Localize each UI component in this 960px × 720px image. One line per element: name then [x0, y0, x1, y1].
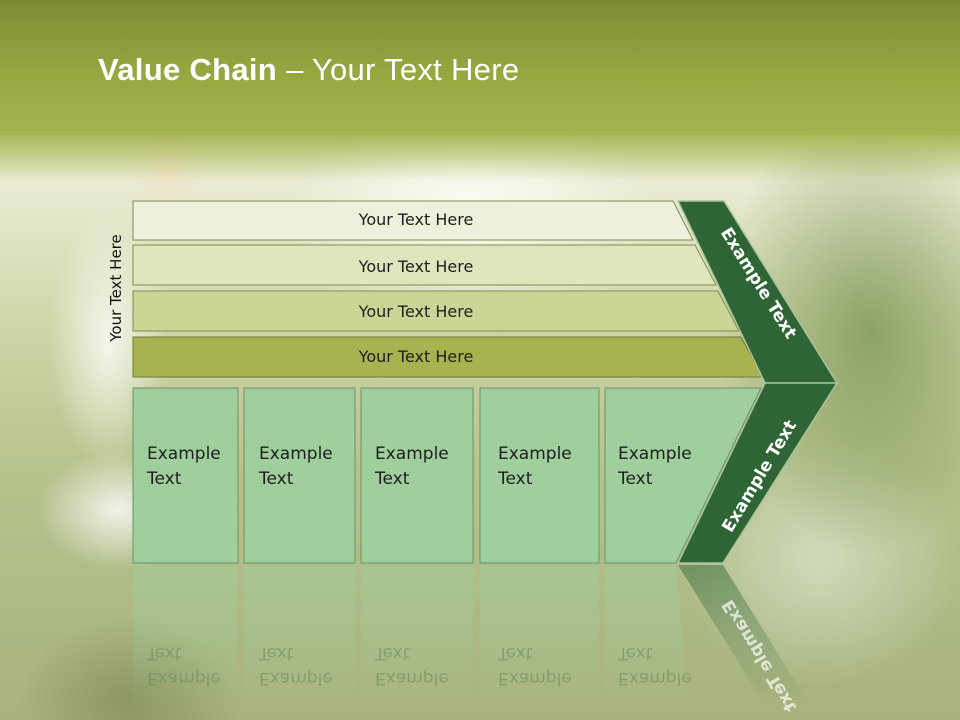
cell-3: [360, 387, 474, 564]
reflection-text-4: Example: [498, 668, 572, 688]
reflection-text-1b: Text: [146, 643, 182, 663]
reflection-cell-2: [244, 565, 355, 715]
reflection-text-1: Example: [147, 668, 221, 688]
cell-5-line2: Text: [617, 469, 653, 489]
cell-4-line2: Text: [497, 469, 533, 489]
row-label-2: Your Text Here: [358, 257, 474, 276]
title-rest: – Your Text Here: [277, 52, 520, 87]
cell-3-line2: Text: [374, 469, 410, 489]
cell-2-line2: Text: [258, 469, 294, 489]
cell-4: [479, 387, 600, 564]
reflection-cell-4: [480, 565, 599, 715]
row-bar-1: [132, 200, 694, 241]
reflection-cell-5: [605, 565, 690, 715]
reflection-cell-3: [361, 565, 473, 715]
row-label-1: Your Text Here: [358, 210, 474, 229]
row-bar-3: [132, 290, 740, 332]
reflection-text-2: Example: [259, 668, 333, 688]
title-band: [0, 0, 960, 180]
reflection-chevron-label: Example Text: [718, 596, 801, 715]
cell-1-line2: Text: [146, 469, 182, 489]
cell-2: [243, 387, 356, 564]
reflection-chevron: [678, 565, 810, 705]
row-label-4: Your Text Here: [358, 347, 474, 366]
reflection-text-2b: Text: [258, 643, 294, 663]
reflection-text-3: Example: [375, 668, 449, 688]
reflection-cell-1: [133, 565, 238, 715]
reflection-text-3b: Text: [374, 643, 410, 663]
slide-title: Value Chain – Your Text Here: [98, 52, 519, 88]
top-rows: Your Text Here Your Text Here Your Text …: [132, 200, 764, 378]
row-label-3: Your Text Here: [358, 302, 474, 321]
row-bar-2: [132, 244, 717, 286]
cells: Example Text Example Text Example Text E…: [132, 387, 762, 564]
chevron-lower: [676, 382, 839, 564]
cell-4-line1: Example: [498, 444, 572, 464]
reflection-text-5b: Text: [617, 643, 653, 663]
reflection-text-5: Example: [618, 668, 692, 688]
cell-5-line1: Example: [618, 444, 692, 464]
reflection-text-4b: Text: [497, 643, 533, 663]
title-bold: Value Chain: [98, 52, 278, 87]
side-label: Your Text Here: [107, 234, 125, 342]
cell-1-line1: Example: [147, 444, 221, 464]
cell-5: [604, 387, 762, 564]
cell-3-line1: Example: [375, 444, 449, 464]
cell-2-line1: Example: [259, 444, 333, 464]
reflection: Example Text Example Text Example Text E…: [133, 565, 810, 715]
cell-1: [132, 387, 239, 564]
